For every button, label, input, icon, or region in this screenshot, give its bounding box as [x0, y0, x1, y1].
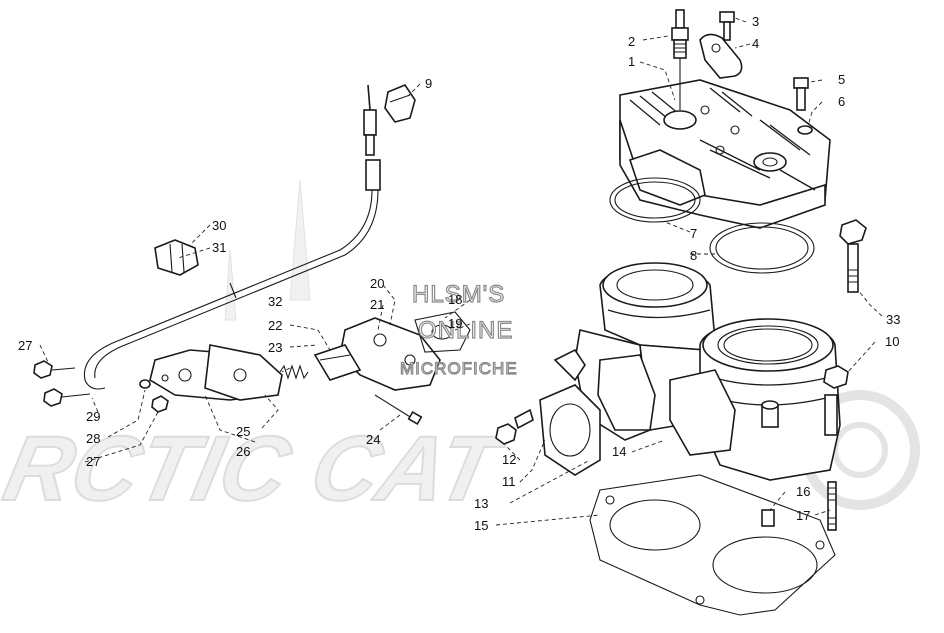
leader-lines	[39, 17, 883, 526]
valve-spring	[279, 364, 309, 380]
callout-21: 21	[370, 297, 384, 312]
callout-20: 20	[370, 276, 384, 291]
callout-12: 12	[502, 452, 516, 467]
callout-18: 18	[448, 292, 462, 307]
callout-30: 30	[212, 218, 226, 233]
callout-26: 26	[236, 444, 250, 459]
callout-1: 1	[628, 54, 635, 69]
callout-17: 17	[796, 508, 810, 523]
watermark-line-1: HLSM'S	[412, 281, 505, 308]
head-gaskets	[609, 177, 815, 274]
callout-19: 19	[448, 316, 462, 331]
callout-31: 31	[212, 240, 226, 255]
callout-labels: 1 2 3 4 5 6 7 8 9 10 11 12 13 14 15 16 1…	[18, 14, 900, 533]
exhaust-port-gasket	[539, 348, 601, 476]
callout-13: 13	[474, 496, 488, 511]
callout-3: 3	[752, 14, 759, 29]
cylinder-block	[574, 262, 841, 481]
callout-27-bottom: 27	[86, 454, 100, 469]
bracket	[699, 11, 743, 79]
callout-8: 8	[690, 248, 697, 263]
callout-27-top: 27	[18, 338, 32, 353]
cylinder-head	[619, 79, 831, 229]
callout-14: 14	[612, 444, 626, 459]
callout-25: 25	[236, 424, 250, 439]
callout-6: 6	[838, 94, 845, 109]
callout-4: 4	[752, 36, 759, 51]
control-cable	[83, 84, 381, 390]
cylinder-bolt	[823, 219, 867, 389]
callout-29: 29	[86, 409, 100, 424]
callout-2: 2	[628, 34, 635, 49]
callout-28: 28	[86, 431, 100, 446]
cable-clip	[154, 239, 199, 276]
callout-32: 32	[268, 294, 282, 309]
callout-11: 11	[502, 474, 516, 489]
long-screw	[374, 394, 423, 426]
dowel-stud	[761, 481, 837, 531]
callout-22: 22	[268, 318, 282, 333]
cooling-fins	[629, 87, 816, 191]
callout-10: 10	[885, 334, 899, 349]
base-gasket	[589, 474, 836, 616]
watermark-line-3: MICROFICHE	[400, 359, 518, 378]
callout-9: 9	[425, 76, 432, 91]
head-bolt	[793, 77, 813, 135]
callout-33: 33	[886, 312, 900, 327]
callout-23: 23	[268, 340, 282, 355]
callout-15: 15	[474, 518, 488, 533]
spark-plug	[671, 9, 689, 110]
svg-text:ARCTIC CAT: ARCTIC CAT	[0, 417, 514, 520]
valve-plate	[149, 344, 283, 401]
callout-7: 7	[690, 226, 697, 241]
small-screws	[33, 360, 169, 413]
cable-retainer	[384, 84, 416, 123]
stud-nut	[495, 408, 534, 445]
valve-cover-gasket	[414, 311, 471, 353]
watermark: HLSM'S ONLINE MICROFICHE	[399, 280, 518, 378]
callout-16: 16	[796, 484, 810, 499]
callout-5: 5	[838, 72, 845, 87]
watermark-line-2: ONLINE	[418, 317, 513, 344]
valve-housing	[313, 317, 441, 391]
callout-24: 24	[366, 432, 380, 447]
